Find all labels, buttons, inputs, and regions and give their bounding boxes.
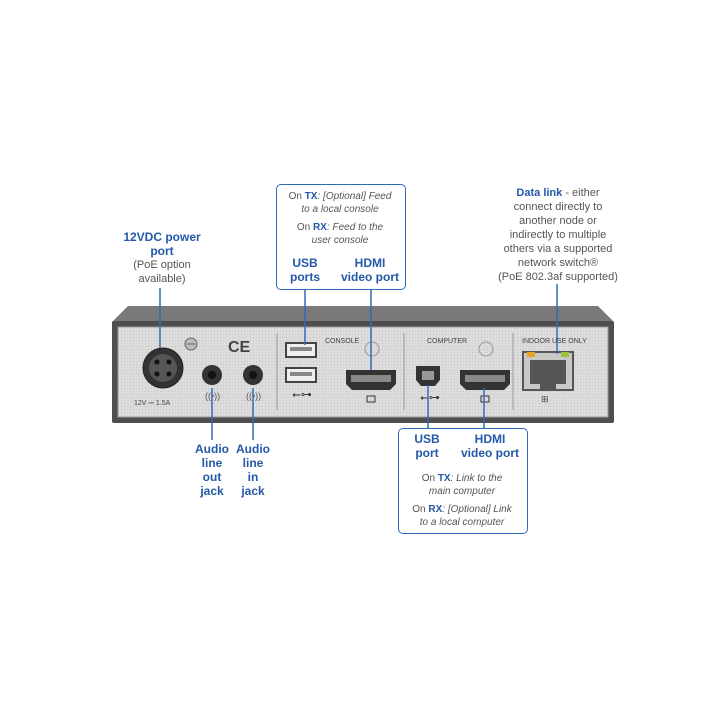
computer-label: COMPUTER: [427, 338, 467, 345]
tx-text-1: : [Optional] Feed: [317, 191, 392, 202]
computer-hdmi-l2: video port: [460, 446, 519, 460]
audio-out-label: Audio line out jack: [190, 442, 234, 498]
usb-port-console-2: [285, 367, 317, 383]
indoor-use-label: INDOOR USE ONLY: [522, 338, 587, 345]
tx-text-2: main computer: [428, 486, 496, 497]
console-tx-note: On TX: [Optional] Feed to a local consol…: [278, 190, 402, 216]
rx-text-1: : Feed to the: [326, 222, 384, 233]
data-link-text-5: network switch®: [517, 257, 599, 269]
computer-usb-l1: USB: [414, 432, 440, 446]
ce-mark: CE: [228, 339, 251, 356]
audio-out-l1: Audio: [195, 442, 229, 456]
audio-in-l3: in: [247, 470, 259, 484]
console-usb-label: USB ports: [282, 256, 328, 284]
screw-console: [364, 341, 380, 357]
console-usb-l1: USB: [292, 256, 318, 270]
console-rx-note: On RX: Feed to the user console: [278, 221, 402, 247]
console-hdmi-l2: video port: [340, 270, 399, 284]
tx-prefix: On: [288, 191, 302, 202]
data-link-text-3: indirectly to multiple: [509, 229, 607, 241]
rj45-data-port: [522, 351, 574, 391]
tx-prefix: On: [421, 473, 436, 484]
tx-text-1: : Link to the: [450, 473, 503, 484]
tx-text-2: to a local console: [301, 204, 379, 215]
audio-in-label: Audio line in jack: [231, 442, 275, 498]
usb-port-console-1: [285, 342, 317, 358]
hdmi-port-console: [346, 370, 396, 403]
power-connector: [142, 347, 184, 389]
data-link-text-0: - either: [562, 187, 600, 199]
tx-label: TX: [304, 191, 318, 202]
power-port-label: 12VDC power port (PoE option available): [102, 230, 222, 286]
computer-callout: [398, 428, 528, 534]
console-usb-l2: ports: [290, 270, 320, 284]
rx-label: RX: [428, 504, 443, 515]
data-link-title: Data link: [516, 187, 563, 199]
screw-computer: [478, 341, 494, 357]
data-link-text-6: (PoE 802.3af supported): [498, 271, 618, 283]
audio-in-l2: line: [242, 456, 264, 470]
computer-rx-note: On RX: [Optional] Link to a local comput…: [400, 503, 524, 529]
audio-out-l2: line: [201, 456, 223, 470]
power-rating: 12V ⎓ 1.5A: [134, 400, 171, 407]
data-link-text-2: another node or: [519, 215, 597, 227]
rx-prefix: On: [296, 222, 311, 233]
leader-lines: [159, 284, 558, 440]
console-callout: [276, 184, 406, 290]
audio-out-l3: out: [202, 470, 222, 484]
rx-text-2: to a local computer: [419, 517, 505, 528]
audio-in-l1: Audio: [236, 442, 270, 456]
power-title-1: 12VDC power: [123, 230, 201, 244]
power-title-2: port: [150, 244, 174, 258]
usb-port-computer: [416, 366, 440, 386]
computer-usb-l2: port: [415, 446, 439, 460]
rx-label: RX: [313, 222, 327, 233]
console-label: CONSOLE: [325, 338, 360, 345]
data-link-text-4: others via a supported: [503, 243, 613, 255]
power-note-1: (PoE option: [133, 259, 191, 271]
console-hdmi-l1: HDMI: [354, 256, 386, 270]
audio-in-l4: jack: [241, 484, 265, 498]
data-link-text-1: connect directly to: [513, 201, 603, 213]
rx-prefix: On: [412, 504, 426, 515]
computer-hdmi-l1: HDMI: [474, 432, 506, 446]
network-icon: ⊞: [541, 394, 549, 404]
console-hdmi-label: HDMI video port: [334, 256, 406, 284]
rx-text-2: user console: [311, 235, 369, 246]
rx-text-1: : [Optional] Link: [442, 504, 512, 515]
power-note-2: available): [138, 273, 186, 285]
computer-hdmi-label: HDMI video port: [454, 432, 526, 460]
audio-out-l4: jack: [200, 484, 224, 498]
chassis-top: [112, 306, 614, 322]
data-link-label: Data link - either connect directly to a…: [478, 186, 638, 284]
computer-tx-note: On TX: Link to the main computer: [400, 472, 524, 498]
hdmi-port-computer: [460, 370, 510, 403]
usb-icon: ⭠⊶: [292, 389, 312, 401]
tx-label: TX: [437, 473, 451, 484]
computer-usb-label: USB port: [404, 432, 450, 460]
usb-icon: ⭠⊶: [420, 392, 440, 404]
ground-screw: [184, 337, 198, 351]
